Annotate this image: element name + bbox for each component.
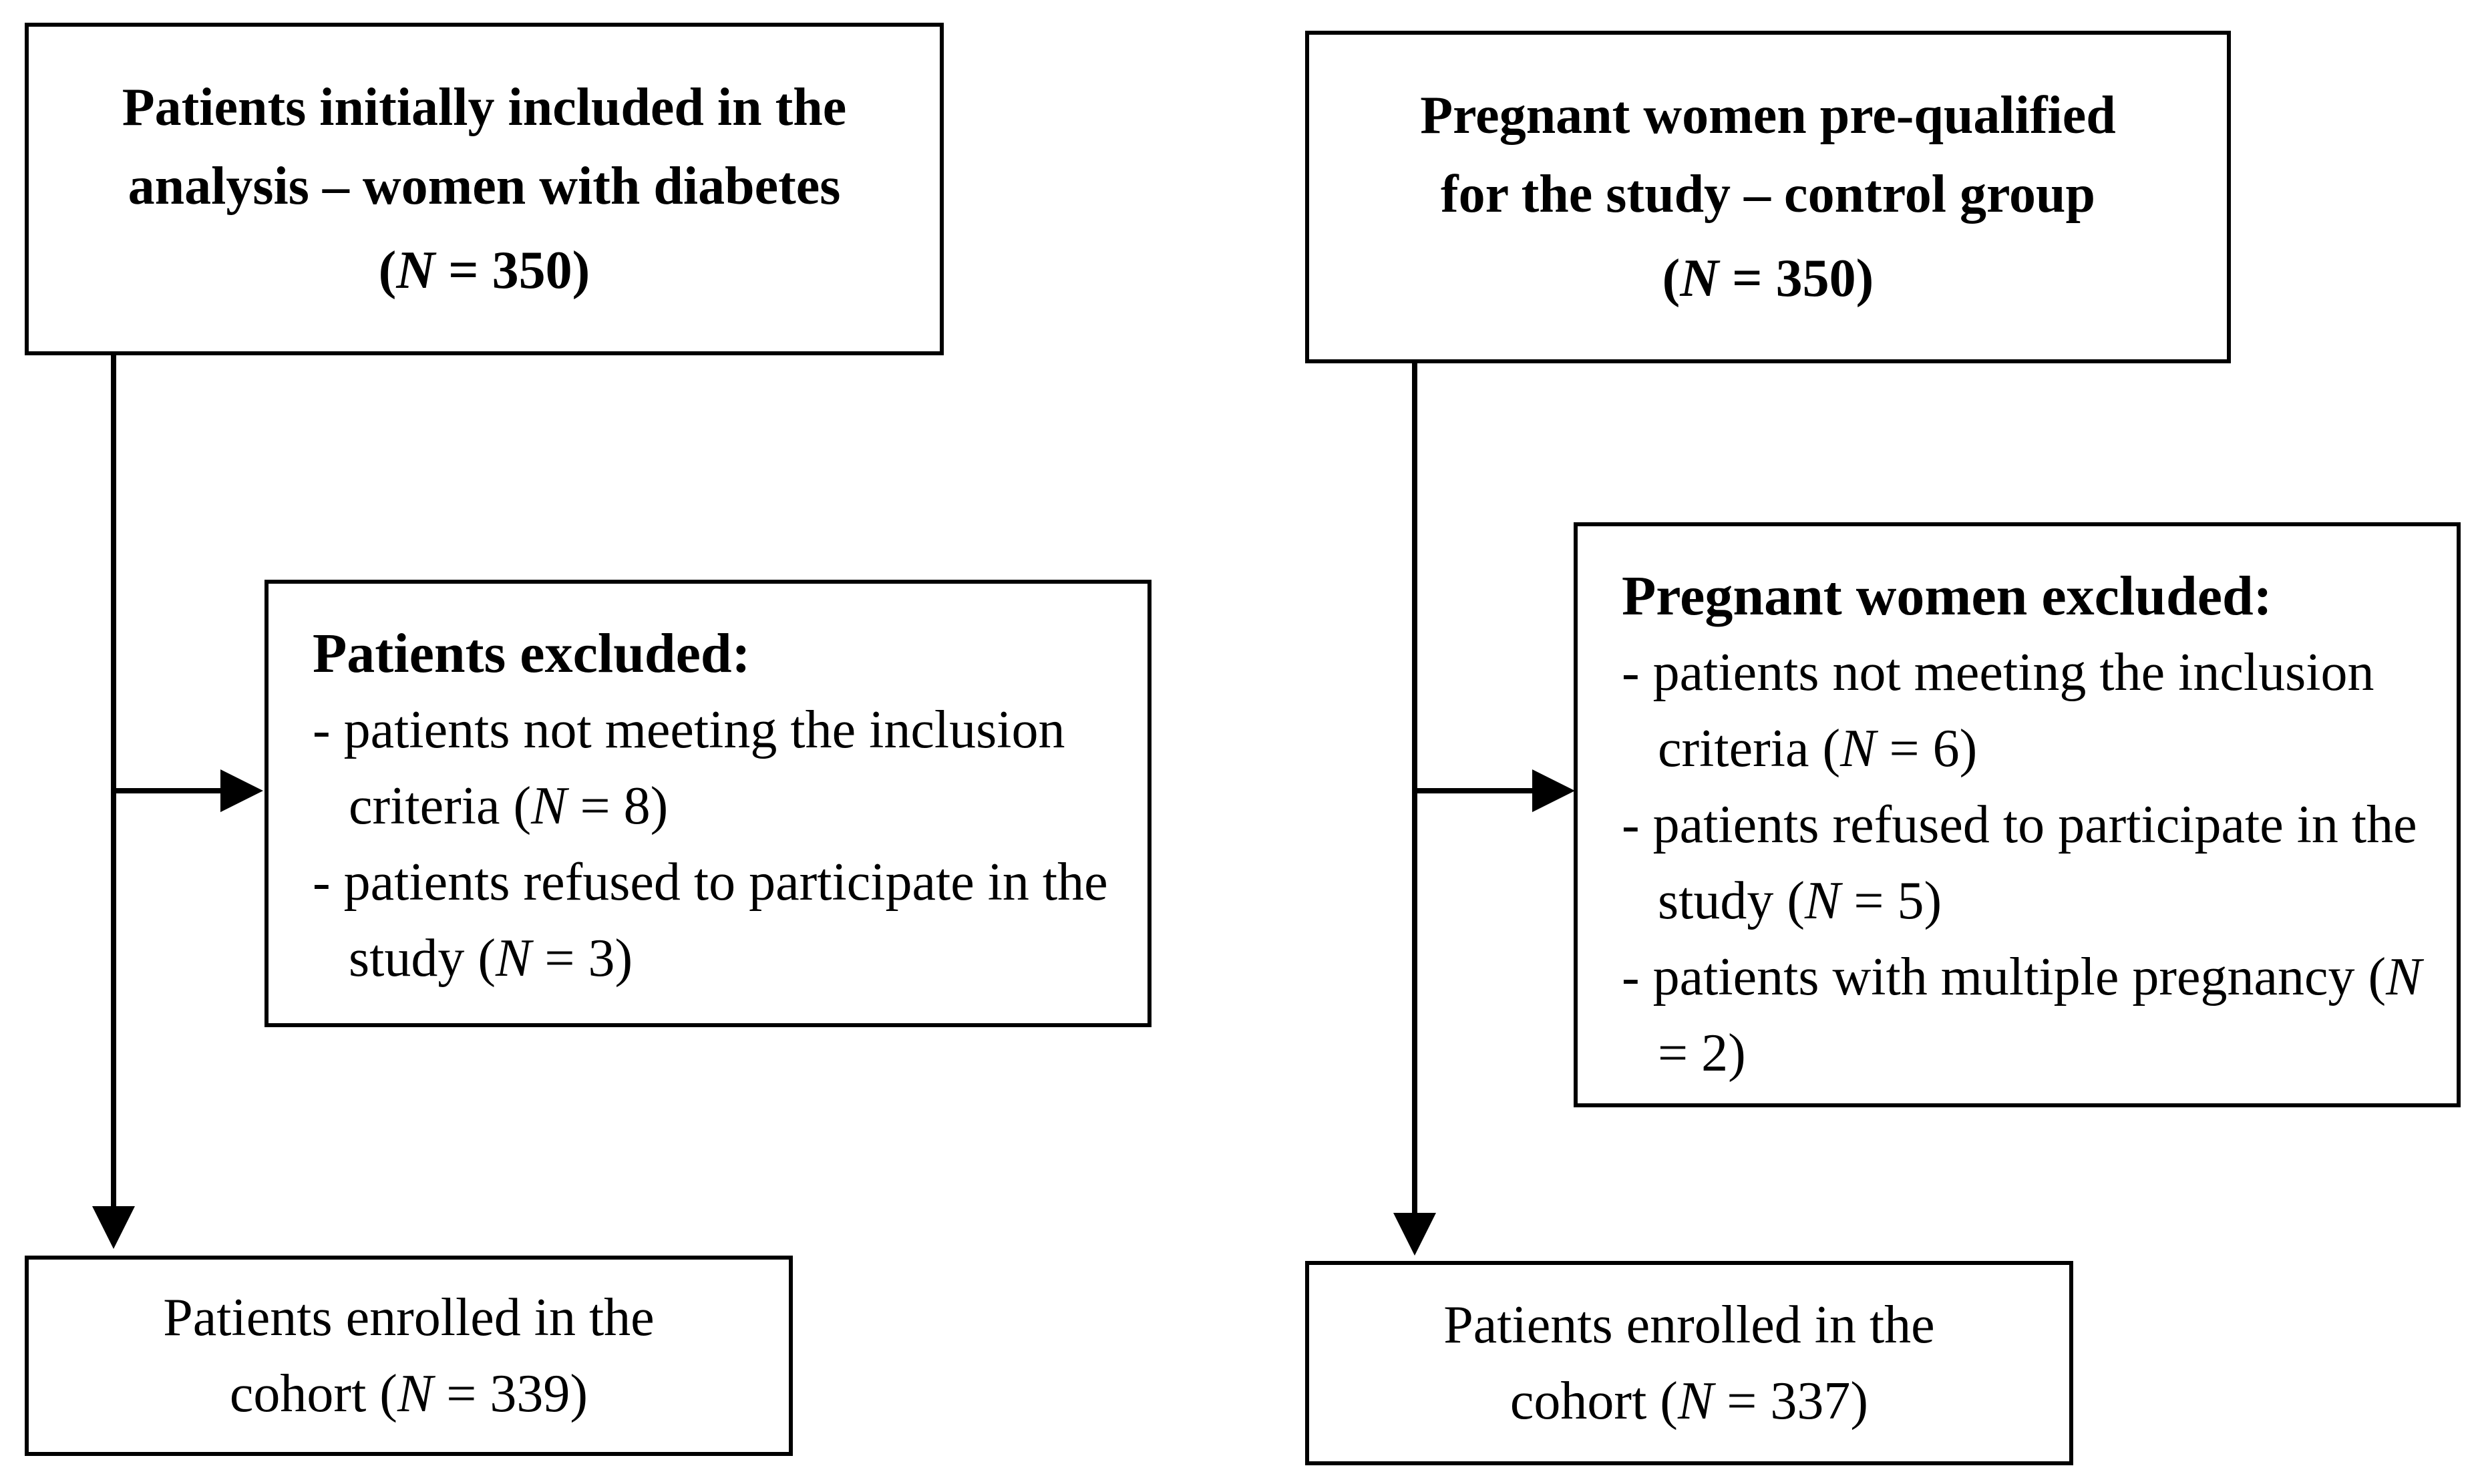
left-excluded-title: Patients excluded: bbox=[313, 622, 751, 685]
left-initial-box: Patients initially included in the analy… bbox=[25, 23, 944, 355]
left-excluded-item: - patients not meeting the inclusion cri… bbox=[313, 701, 1065, 836]
left-excluded-box: Patients excluded: - patients not meetin… bbox=[264, 580, 1152, 1027]
right-enrolled-line2: cohort (N = 337) bbox=[1510, 1372, 1869, 1431]
left-excluded-item: - patients refused to participate in the… bbox=[313, 853, 1108, 988]
left-initial-count: (N = 350) bbox=[378, 241, 590, 300]
right-initial-count: (N = 350) bbox=[1662, 249, 1874, 308]
right-initial-line2: for the study – control group bbox=[1440, 165, 2096, 224]
right-excluded-item: - patients not meeting the inclusion cri… bbox=[1622, 643, 2374, 778]
right-initial-line1: Pregnant women pre-qualified bbox=[1420, 86, 2116, 145]
left-initial-line1: Patients initially included in the bbox=[122, 78, 847, 137]
left-initial-line2: analysis – women with diabetes bbox=[128, 157, 841, 216]
left-enrolled-line1: Patients enrolled in the bbox=[163, 1288, 655, 1347]
right-excluded-item: - patients refused to participate in the… bbox=[1622, 795, 2417, 930]
left-enrolled-box: Patients enrolled in the cohort (N = 339… bbox=[25, 1256, 793, 1456]
right-initial-box: Pregnant women pre-qualified for the stu… bbox=[1305, 31, 2231, 363]
right-excluded-item: - patients with multiple pregnancy (N = … bbox=[1622, 948, 2422, 1083]
right-excluded-box: Pregnant women excluded: - patients not … bbox=[1574, 522, 2461, 1107]
right-enrolled-box: Patients enrolled in the cohort (N = 337… bbox=[1305, 1261, 2073, 1465]
right-enrolled-line1: Patients enrolled in the bbox=[1443, 1296, 1935, 1354]
left-enrolled-line2: cohort (N = 339) bbox=[229, 1364, 588, 1423]
right-excluded-title: Pregnant women excluded: bbox=[1622, 565, 2272, 627]
